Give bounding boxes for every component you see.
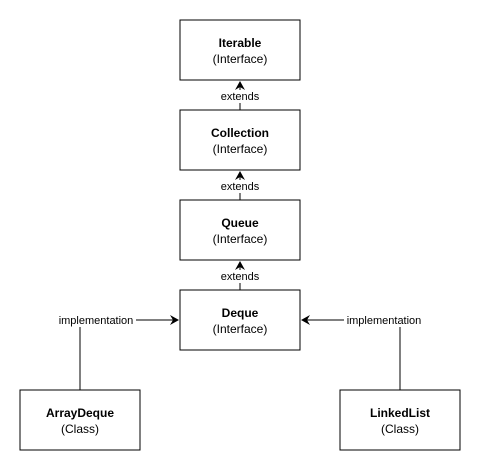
- node-deque-kind: (Interface): [213, 322, 268, 336]
- node-collection: Collection (Interface): [179, 109, 301, 171]
- edge-label-implementation: implementation: [59, 315, 134, 327]
- edge-arraydeque-implements-deque: implementation: [56, 314, 179, 390]
- node-iterable-kind: (Interface): [213, 52, 268, 66]
- node-linkedlist: LinkedList (Class): [339, 389, 461, 451]
- edge-linkedlist-implements-deque: implementation: [301, 314, 424, 390]
- node-queue: Queue (Interface): [179, 199, 301, 261]
- edge-collection-extends-iterable: extends: [219, 81, 261, 110]
- edge-label-implementation: implementation: [347, 315, 422, 327]
- node-iterable-title: Iterable: [219, 36, 262, 50]
- node-deque: Deque (Interface): [179, 289, 301, 351]
- node-arraydeque-kind: (Class): [61, 422, 99, 436]
- node-collection-title: Collection: [211, 126, 269, 140]
- edge-label-extends: extends: [221, 271, 260, 283]
- node-linkedlist-kind: (Class): [381, 422, 419, 436]
- node-deque-title: Deque: [222, 306, 259, 320]
- node-arraydeque: ArrayDeque (Class): [19, 389, 141, 451]
- edge-deque-extends-queue: extends: [219, 261, 261, 290]
- edge-label-extends: extends: [221, 181, 260, 193]
- edge-queue-extends-collection: extends: [219, 171, 261, 200]
- node-queue-kind: (Interface): [213, 232, 268, 246]
- edge-label-extends: extends: [221, 91, 260, 103]
- node-iterable: Iterable (Interface): [179, 19, 301, 81]
- node-collection-kind: (Interface): [213, 142, 268, 156]
- node-linkedlist-title: LinkedList: [370, 406, 430, 420]
- node-queue-title: Queue: [221, 216, 259, 230]
- node-arraydeque-title: ArrayDeque: [46, 406, 114, 420]
